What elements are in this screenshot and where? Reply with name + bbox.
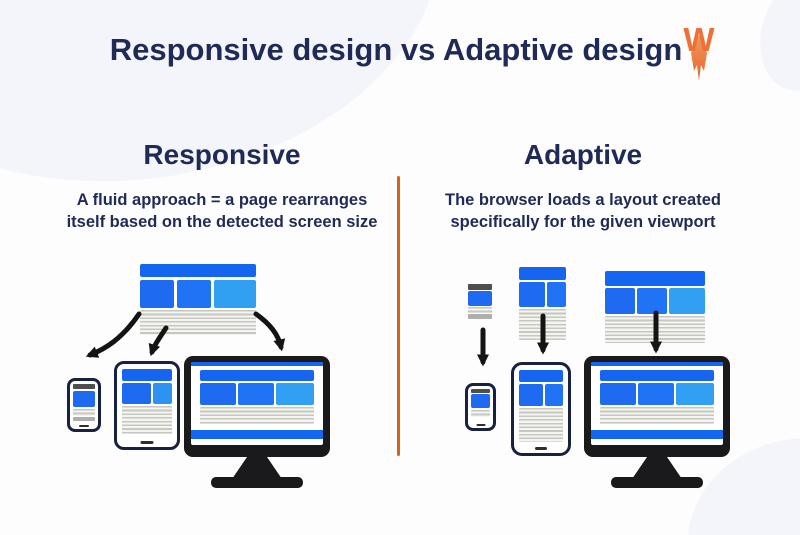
monitor-screen — [591, 362, 723, 445]
responsive-smartphone — [67, 378, 101, 432]
adaptive-phone-wireframe — [468, 284, 492, 319]
responsive-page-wireframe — [140, 264, 256, 335]
wireframe-header-bar — [140, 264, 256, 277]
monitor-browser-bar — [591, 362, 723, 366]
adaptive-description-line1: The browser loads a layout created — [444, 191, 721, 209]
responsive-tablet — [114, 361, 180, 450]
monitor-box — [238, 383, 274, 405]
wireframe-footer-bar — [468, 314, 492, 319]
monitor-boxes — [600, 383, 714, 405]
wireframe-box — [669, 288, 705, 314]
wireframe-box — [547, 282, 566, 307]
phone-header-bar — [471, 389, 490, 393]
wireframe-box — [468, 291, 492, 306]
responsive-description-line1: A fluid approach = a page rearranges — [76, 191, 368, 209]
wireframe-box — [140, 280, 174, 308]
monitor-footer-bar — [191, 430, 323, 439]
tablet-boxes — [122, 383, 172, 404]
responsive-heading: Responsive — [143, 139, 301, 170]
monitor-box — [200, 383, 236, 405]
wireframe-header-bar — [468, 284, 492, 290]
monitor-box — [276, 383, 314, 405]
adaptive-desktop-wireframe — [605, 271, 705, 343]
monitor-box — [600, 383, 636, 405]
monitor-browser-bar — [191, 362, 323, 366]
tablet-boxes — [519, 384, 563, 406]
phone-home-button — [476, 424, 485, 426]
adaptive-description-line2: specifically for the given viewport — [450, 213, 716, 231]
adaptive-heading: Adaptive — [523, 139, 643, 170]
tablet-header-bar — [519, 370, 563, 382]
monitor-header-bar — [600, 370, 714, 381]
rocket-flame-shape — [691, 35, 707, 81]
monitor-stand-base — [211, 477, 303, 488]
monitor-box — [638, 383, 674, 405]
monitor-footer-bar — [591, 430, 723, 439]
monitor-stand-base — [611, 477, 703, 488]
wireframe-text-lines — [519, 309, 566, 340]
wireframe-box — [605, 288, 635, 314]
phone-text-lines — [73, 409, 95, 416]
tablet-header-bar — [122, 369, 172, 381]
curved-arrow-to-monitor — [253, 311, 286, 352]
wireframe-text-lines — [468, 307, 492, 313]
wireframe-header-bar — [605, 271, 705, 286]
phone-home-button — [79, 425, 89, 427]
adaptive-smartphone — [465, 383, 496, 431]
adaptive-description: The browser loads a layout created speci… — [403, 189, 763, 233]
monitor-header-bar — [200, 370, 314, 381]
adaptive-tablet-wireframe — [519, 267, 566, 340]
wireframe-boxes — [519, 282, 566, 307]
wireframe-box — [519, 282, 545, 307]
tablet-home-button — [535, 447, 547, 450]
curved-arrow-to-phone — [85, 311, 142, 358]
phone-header-bar — [73, 384, 95, 389]
tablet-box — [122, 383, 151, 404]
tablet-box — [519, 384, 543, 406]
wireframe-boxes — [140, 280, 256, 308]
monitor-frame — [184, 356, 330, 457]
monitor-boxes — [200, 383, 314, 405]
wireframe-boxes — [605, 288, 705, 314]
monitor-text-lines — [200, 407, 314, 424]
monitor-box — [676, 383, 714, 405]
responsive-description: A fluid approach = a page rearranges its… — [42, 189, 402, 233]
tablet-box — [545, 384, 563, 406]
tablet-text-lines — [122, 406, 172, 434]
monitor-page — [600, 370, 714, 424]
wireframe-text-lines — [605, 316, 705, 343]
adaptive-tablet — [511, 362, 571, 456]
wireframe-box — [177, 280, 211, 308]
monitor-text-lines — [600, 407, 714, 424]
wireframe-header-bar — [519, 267, 566, 280]
tablet-home-button — [140, 441, 154, 444]
monitor-frame — [584, 356, 730, 457]
vertical-divider — [397, 176, 400, 456]
tablet-box — [153, 383, 172, 404]
page-title: Responsive design vs Adaptive design — [109, 32, 683, 67]
monitor-stand-neck — [632, 457, 682, 479]
wireframe-box — [214, 280, 256, 308]
wireframe-box — [637, 288, 667, 314]
monitor-screen — [191, 362, 323, 445]
monitor-page — [200, 370, 314, 424]
phone-footer-bar — [73, 417, 95, 421]
monitor-stand-neck — [232, 457, 282, 479]
phone-content-box — [73, 391, 95, 407]
phone-content-box — [471, 394, 490, 408]
wp-rocket-logo-icon: W — [683, 21, 715, 81]
wireframe-text-lines — [140, 310, 256, 335]
tablet-text-lines — [519, 408, 563, 442]
phone-text-lines — [471, 410, 490, 417]
logo-letter: W — [683, 21, 715, 58]
responsive-description-line2: itself based on the detected screen size — [66, 213, 378, 231]
